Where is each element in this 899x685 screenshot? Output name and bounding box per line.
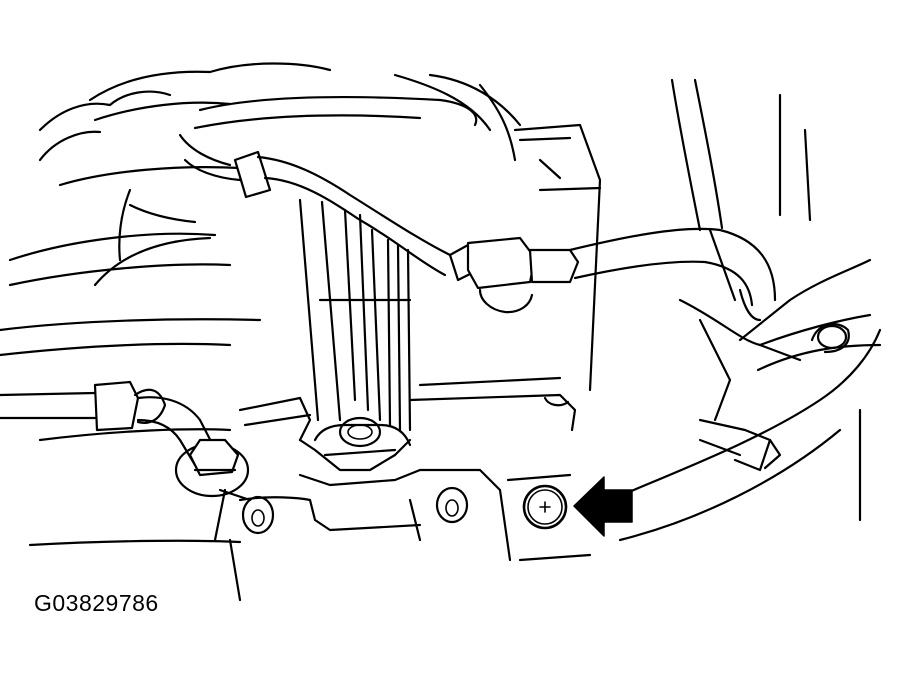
right-hose <box>568 78 777 322</box>
right-mount-bracket <box>608 93 882 542</box>
harness-connector <box>448 236 580 314</box>
mounting-holes <box>241 416 469 535</box>
arrow-left-icon <box>573 476 633 537</box>
left-fluid-line <box>0 380 220 467</box>
vertical-bracket <box>298 198 412 432</box>
circled-bolt <box>522 484 568 530</box>
upper-left-background-parts <box>0 62 332 547</box>
fitting-nut <box>174 438 250 498</box>
upper-center-housing <box>193 73 602 392</box>
wiring-harness <box>178 133 452 277</box>
figure-id-label: G03829786 <box>34 590 159 616</box>
